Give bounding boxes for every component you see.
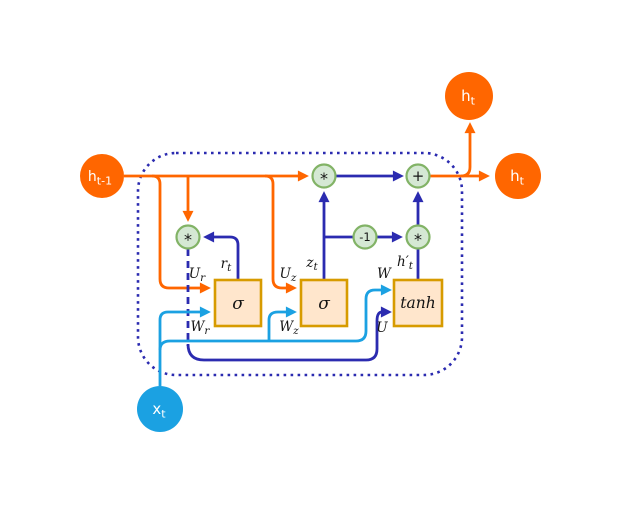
label-w-z: Wz (279, 319, 299, 337)
reset-multiply-op (175, 224, 201, 250)
label-w: W (377, 266, 392, 282)
h-out-top-label: ht (461, 87, 476, 108)
sigma-r-label: σ (232, 294, 244, 314)
edge-hprev-to-sigma-z (264, 174, 297, 294)
x-input-node (137, 386, 183, 432)
label-z-t: zt (305, 255, 318, 273)
reset-multiply-symbol: * (184, 230, 192, 249)
tanh-gate (392, 278, 444, 328)
edge-xt-to-sigma-r (158, 306, 211, 386)
candidate-multiply-symbol: * (414, 230, 422, 249)
label-w-r: Wr (191, 319, 211, 337)
minus-one-symbol: -1 (359, 230, 370, 244)
label-u: U (376, 320, 388, 336)
sigma-z-gate (299, 278, 349, 328)
update-multiply-op (311, 163, 337, 189)
update-multiply-symbol: * (320, 169, 328, 188)
label-h-candidate: h′t (397, 254, 414, 272)
label-u-r: Ur (189, 266, 206, 284)
label-r-t: rt (221, 256, 232, 274)
edge-reset-output-to-tanh-u (186, 306, 392, 362)
h-out-top-node (445, 72, 493, 120)
edge-xt-to-tanh-w (158, 284, 392, 351)
sigma-r-gate (213, 278, 263, 328)
label-u-z: Uz (280, 266, 297, 284)
minus-one-op (352, 224, 378, 250)
candidate-multiply-op (405, 224, 431, 250)
edge-rt-to-reset-mul (203, 231, 240, 280)
h-out-right-node (495, 153, 541, 199)
h-out-right-label: ht (510, 167, 525, 188)
edge-hprev-to-sigma-r (151, 174, 211, 294)
tanh-label: tanh (400, 294, 435, 312)
sigma-z-label: σ (318, 294, 330, 314)
edge-xt-to-sigma-z (267, 306, 297, 341)
h-prev-label: ht-1 (88, 169, 112, 188)
x-input-label: xt (152, 400, 166, 421)
add-symbol: + (412, 167, 425, 185)
add-op (405, 163, 431, 189)
h-prev-node (80, 154, 124, 198)
cell-boundary (136, 151, 464, 377)
edge-add-to-hout-top (460, 122, 476, 178)
